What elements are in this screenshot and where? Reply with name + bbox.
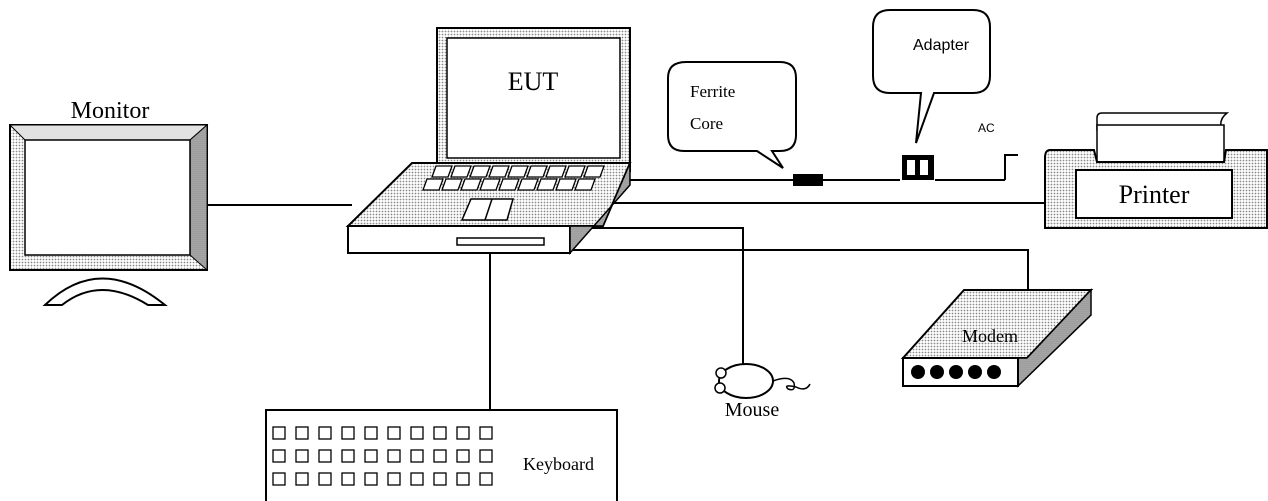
keyboard-key bbox=[411, 427, 423, 439]
ferrite-core bbox=[793, 174, 823, 186]
keyboard-key bbox=[365, 473, 377, 485]
monitor-bezel-top bbox=[10, 125, 207, 140]
laptop-key bbox=[432, 166, 452, 177]
keyboard-key bbox=[273, 450, 285, 462]
modem-led bbox=[987, 365, 1001, 379]
ac-plug bbox=[1005, 155, 1018, 180]
keyboard-key bbox=[457, 427, 469, 439]
keyboard-key bbox=[319, 450, 331, 462]
adapter-body bbox=[902, 155, 934, 180]
modem-led bbox=[968, 365, 982, 379]
ferrite-core-label-line1: Ferrite bbox=[690, 82, 735, 101]
keyboard-key bbox=[342, 450, 354, 462]
keyboard-key bbox=[296, 427, 308, 439]
ac-label: AC bbox=[978, 121, 995, 135]
laptop-key bbox=[451, 166, 471, 177]
keyboard-key bbox=[388, 473, 400, 485]
mouse-tail bbox=[773, 378, 810, 389]
laptop-key bbox=[489, 166, 509, 177]
laptop-drive-slot bbox=[457, 238, 544, 245]
laptop-screen bbox=[447, 38, 620, 158]
keyboard-key bbox=[457, 473, 469, 485]
mouse-label: Mouse bbox=[725, 399, 780, 421]
keyboard-key bbox=[434, 450, 446, 462]
keyboard-key bbox=[480, 473, 492, 485]
ferrite-core-callout: Ferrite Core bbox=[668, 62, 823, 186]
monitor-stand bbox=[45, 279, 165, 306]
laptop-touchpad bbox=[462, 199, 513, 220]
mouse-button-top bbox=[716, 368, 726, 378]
laptop-key bbox=[442, 179, 462, 190]
adapter-slot-right bbox=[920, 160, 928, 175]
mouse-body bbox=[719, 364, 773, 398]
laptop-key bbox=[480, 179, 500, 190]
keyboard-key bbox=[434, 427, 446, 439]
mouse: Mouse bbox=[715, 364, 810, 421]
mouse-cable bbox=[568, 228, 743, 365]
keyboard-key bbox=[457, 450, 469, 462]
laptop-key bbox=[575, 179, 595, 190]
keyboard-key bbox=[273, 427, 285, 439]
laptop-key bbox=[546, 166, 566, 177]
ferrite-core-bubble bbox=[668, 62, 796, 168]
monitor-bezel-right bbox=[190, 125, 207, 270]
modem-led bbox=[949, 365, 963, 379]
laptop-key bbox=[423, 179, 443, 190]
keyboard-key bbox=[388, 427, 400, 439]
laptop-key bbox=[499, 179, 519, 190]
laptop-key bbox=[470, 166, 490, 177]
keyboard-key bbox=[365, 450, 377, 462]
keyboard-key bbox=[319, 473, 331, 485]
adapter-callout: Adapter AC bbox=[873, 10, 995, 180]
keyboard-key bbox=[480, 450, 492, 462]
laptop-key bbox=[537, 179, 557, 190]
printer-label: Printer bbox=[1119, 180, 1190, 209]
adapter-bubble bbox=[873, 10, 990, 143]
keyboard: Keyboard bbox=[266, 410, 617, 501]
adapter-label: Adapter bbox=[913, 37, 970, 54]
keyboard-key bbox=[365, 427, 377, 439]
modem-cable bbox=[553, 250, 1028, 300]
laptop-key bbox=[518, 179, 538, 190]
keyboard-label: Keyboard bbox=[523, 454, 594, 474]
keyboard-key bbox=[411, 450, 423, 462]
ferrite-core-label-line2: Core bbox=[690, 114, 723, 133]
keyboard-key bbox=[296, 450, 308, 462]
monitor-screen bbox=[25, 140, 190, 255]
printer: Printer bbox=[1045, 113, 1267, 228]
adapter-slot-left bbox=[907, 160, 915, 175]
modem: Modem bbox=[903, 290, 1091, 386]
laptop-key bbox=[461, 179, 481, 190]
laptop-key bbox=[556, 179, 576, 190]
laptop-key bbox=[565, 166, 585, 177]
modem-label: Modem bbox=[962, 326, 1018, 346]
modem-led bbox=[911, 365, 925, 379]
laptop-key bbox=[527, 166, 547, 177]
laptop-key bbox=[584, 166, 604, 177]
keyboard-key bbox=[434, 473, 446, 485]
keyboard-key bbox=[480, 427, 492, 439]
keyboard-key bbox=[319, 427, 331, 439]
keyboard-key bbox=[296, 473, 308, 485]
eut-label: EUT bbox=[508, 67, 559, 96]
eut-laptop: EUT bbox=[348, 28, 630, 253]
modem-led bbox=[930, 365, 944, 379]
monitor: Monitor bbox=[10, 98, 207, 305]
keyboard-key bbox=[388, 450, 400, 462]
printer-paper bbox=[1097, 125, 1224, 162]
keyboard-key bbox=[273, 473, 285, 485]
mouse-button-bottom bbox=[715, 383, 725, 393]
monitor-label: Monitor bbox=[71, 98, 150, 124]
keyboard-key bbox=[342, 427, 354, 439]
keyboard-key bbox=[411, 473, 423, 485]
keyboard-key bbox=[342, 473, 354, 485]
laptop-key bbox=[508, 166, 528, 177]
